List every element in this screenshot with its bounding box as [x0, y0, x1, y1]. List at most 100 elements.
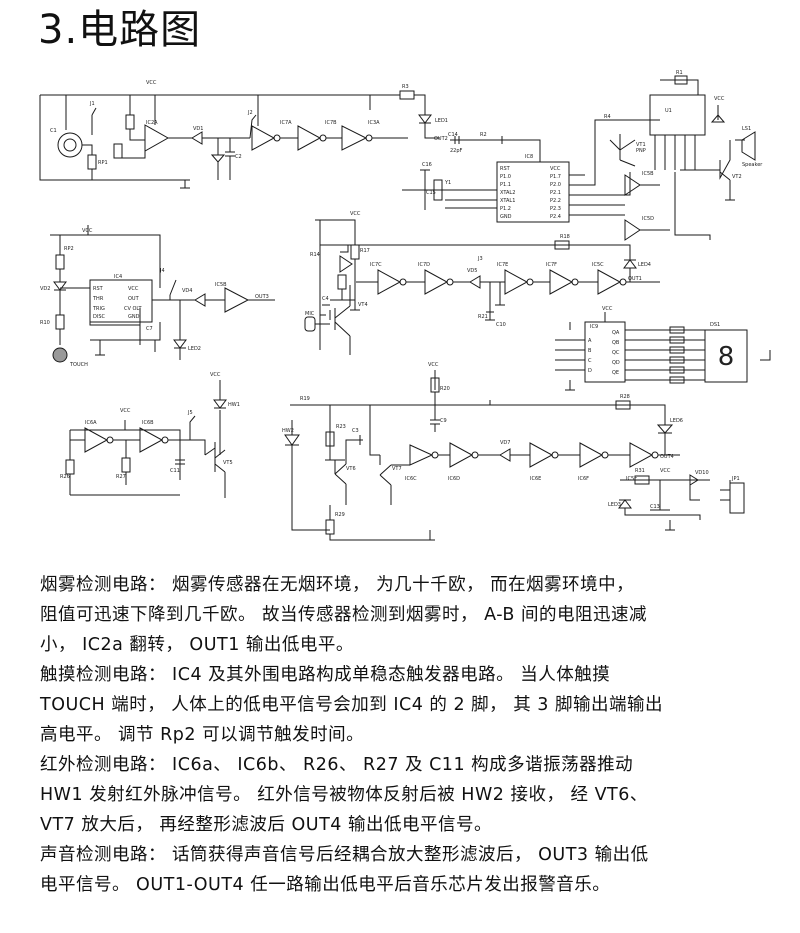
description-line: 红外检测电路： IC6a、 IC6b、 R26、 R27 及 C11 构成多谐振…: [40, 755, 634, 775]
circuit-schematic: 8 VCC IC2A IC7A IC7B IC3A J1 J2 C1 RP1 V…: [39, 70, 771, 541]
vcc-label-ir-rx: VCC: [428, 362, 439, 368]
label-r18: R18: [560, 234, 570, 240]
pin-p22: P2.2: [550, 198, 561, 204]
description-line: 触摸检测电路： IC4 及其外围电路构成单稳态触发器电路。 当人体触摸: [40, 665, 611, 685]
pin-ctrl: CV OLT: [124, 306, 143, 312]
pin-thr: THR: [92, 296, 104, 302]
label-led2: LED2: [188, 346, 201, 352]
label-out4: OUT4: [660, 454, 674, 460]
section-title-text: 电路图: [78, 7, 202, 53]
pin-gnd-ic4: GND: [128, 314, 140, 320]
label-ic7c: IC7C: [370, 262, 382, 268]
label-vt2: VT2: [732, 174, 742, 180]
label-j2: J2: [247, 110, 253, 116]
label-ic6c: IC6C: [405, 476, 417, 482]
pin-qe: QE: [612, 370, 619, 376]
vcc-label-ir: VCC: [120, 408, 131, 414]
vcc-label-ir2: VCC: [210, 372, 221, 378]
label-ic7f: IC7F: [546, 262, 557, 268]
pin-rst-ic4: RST: [93, 286, 104, 292]
seven-segment-digit: 8: [718, 342, 735, 372]
label-ic6b: IC6B: [142, 420, 154, 426]
pin-out: OUT: [128, 296, 140, 302]
label-vd2: VD2: [40, 286, 50, 292]
label-ic6d: IC6D: [448, 476, 460, 482]
label-r31: R31: [635, 468, 645, 474]
label-ds1: DS1: [710, 322, 720, 328]
label-j3: J3: [477, 256, 483, 262]
label-out1: OUT1: [628, 276, 642, 282]
label-ic7e: IC7E: [497, 262, 508, 268]
pin-p12: P1.2: [500, 206, 511, 212]
pin-gnd: GND: [500, 214, 512, 220]
description-line: 电平信号。 OUT1-OUT4 任一路输出低电平后音乐芯片发出报警音乐。: [40, 875, 611, 895]
description-line: 阻值可迅速下降到几千欧。 故当传感器检测到烟雾时， A-B 间的电阻迅速减: [40, 605, 647, 625]
label-ic6a: IC6A: [85, 420, 97, 426]
label-led4: LED4: [638, 262, 651, 268]
pin-vcc-ic4: VCC: [128, 286, 139, 292]
label-c4: C4: [322, 296, 329, 302]
label-pnp: PNP: [636, 148, 646, 154]
pin-rst: RST: [500, 166, 511, 172]
label-r27: R27: [116, 474, 126, 480]
label-speaker: Speaker: [742, 162, 763, 168]
pin-p11: P1.1: [500, 182, 511, 188]
label-ic4: IC4: [114, 274, 122, 280]
label-ic7b: IC7B: [325, 120, 337, 126]
label-rp1: RP1: [98, 160, 108, 166]
pin-xtal2: XTAL2: [500, 190, 515, 196]
label-ic2a: IC2A: [146, 120, 158, 126]
pin-vcc: VCC: [550, 166, 561, 172]
label-r1: R1: [676, 70, 683, 76]
label-led6: LED6: [670, 418, 683, 424]
description-line: VT7 放大后， 再经整形滤波后 OUT4 输出低电平信号。: [40, 815, 492, 835]
label-c10: C10: [496, 322, 506, 328]
label-c11: C11: [170, 468, 180, 474]
label-r2: R2: [480, 132, 487, 138]
pin-p17: P1.7: [550, 174, 561, 180]
label-j1: J1: [89, 101, 95, 107]
label-hw2: HW2: [282, 428, 294, 434]
label-hw1: HW1: [228, 402, 240, 408]
label-r20: R20: [440, 386, 450, 392]
label-ic5b-touch: IC5B: [215, 282, 227, 288]
label-ic5c: IC5C: [592, 262, 604, 268]
label-ic3a: IC3A: [368, 120, 380, 126]
label-out3: OUT3: [255, 294, 269, 300]
label-rp2: RP2: [64, 246, 74, 252]
label-r28: R28: [620, 394, 630, 400]
label-c15: C15: [426, 190, 436, 196]
label-vd7: VD7: [500, 440, 510, 446]
label-vt1: VT1: [636, 142, 646, 148]
pin-b: B: [588, 348, 592, 354]
vcc-label-sound: VCC: [350, 211, 361, 217]
label-r23: R23: [336, 424, 346, 430]
label-c7: C7: [146, 326, 153, 332]
pin-qa: QA: [612, 330, 620, 336]
vcc-label: VCC: [146, 80, 157, 86]
label-r3: R3: [402, 84, 409, 90]
label-vt6: VT6: [346, 466, 356, 472]
label-ic5b: IC5B: [642, 171, 654, 177]
label-vt5: VT5: [223, 460, 233, 466]
label-ic9: IC9: [590, 324, 598, 330]
label-r14: R14: [310, 252, 320, 258]
pin-p21: P2.1: [550, 190, 561, 196]
label-r26: R26: [60, 474, 70, 480]
label-ic8: IC8: [525, 154, 533, 160]
label-touch: TOUCH: [69, 362, 88, 368]
label-ic5d: IC5D: [642, 216, 654, 222]
label-ic7d: IC7D: [418, 262, 430, 268]
label-led3: LED3: [608, 502, 621, 508]
label-vt4: VT4: [358, 302, 368, 308]
label-j5: J5: [187, 410, 193, 416]
label-c16: C16: [422, 162, 432, 168]
label-ic5e: IC5E: [626, 476, 637, 482]
section-number: 3.: [38, 7, 79, 53]
section-title: 3.电路图: [38, 6, 201, 54]
label-r29: R29: [335, 512, 345, 518]
label-r17: R17: [360, 248, 370, 254]
label-c2: C2: [235, 154, 242, 160]
pin-p20: P2.0: [550, 182, 561, 188]
label-r4: R4: [604, 114, 611, 120]
